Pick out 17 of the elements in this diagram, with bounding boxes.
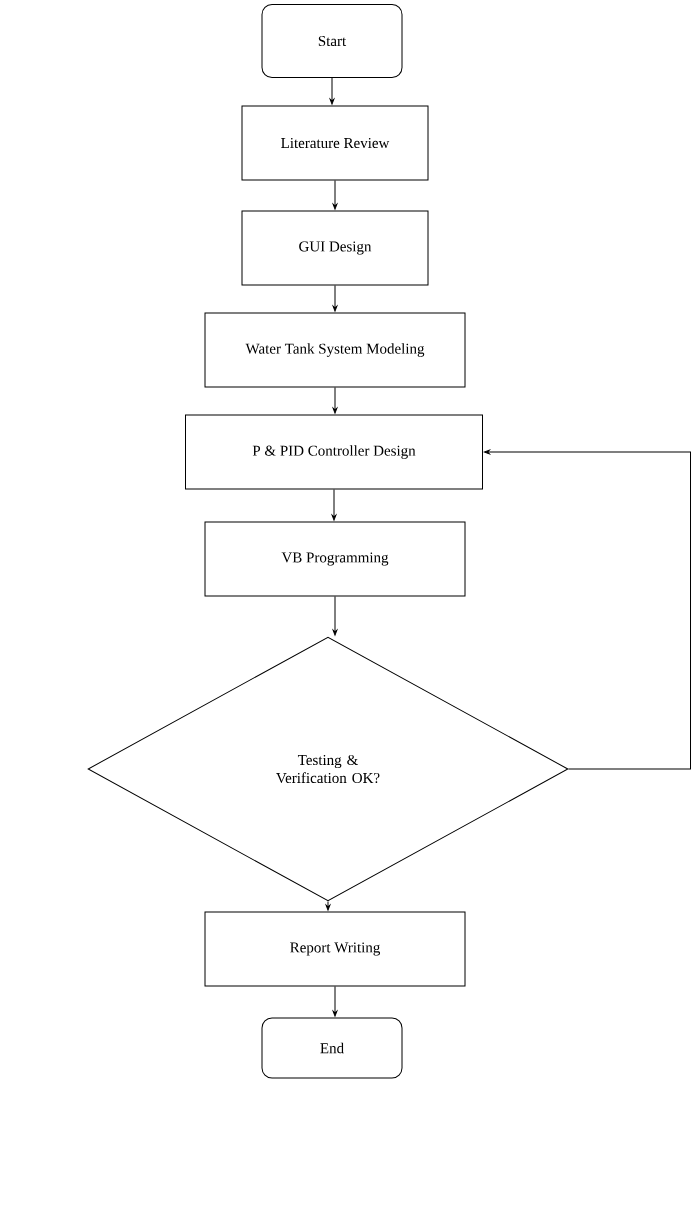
arrow: [332, 596, 338, 636]
arrow: [332, 180, 338, 210]
process-box: Water Tank System Modeling: [204, 312, 466, 388]
process-box: Report Writing: [204, 911, 466, 987]
arrow: [332, 285, 338, 312]
terminal-box: End: [261, 1017, 403, 1079]
process-box: VB Programming: [204, 521, 466, 597]
arrow: [329, 77, 335, 105]
arrow: [483, 449, 691, 770]
terminal-box: Start: [261, 4, 403, 78]
process-box: P & PID Controller Design: [185, 414, 483, 490]
process-box: Literature Review: [241, 105, 429, 181]
process-box: GUI Design: [241, 210, 429, 286]
arrow: [331, 489, 337, 521]
arrow: [325, 901, 331, 911]
arrow: [332, 387, 338, 414]
arrow: [332, 986, 338, 1017]
